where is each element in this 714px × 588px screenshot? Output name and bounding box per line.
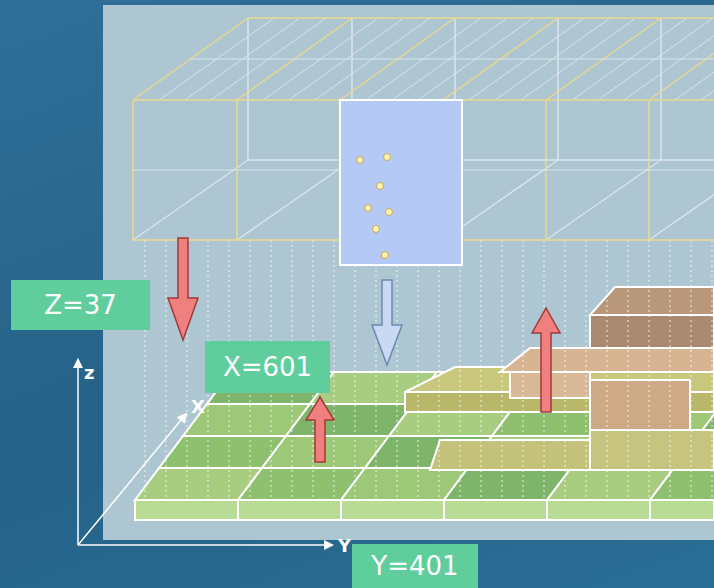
dotted-guide [334,240,335,500]
dotted-guide [481,240,482,500]
ground-tile [650,468,714,500]
label-box: Y=401 [352,544,478,588]
terrain [135,372,714,520]
dotted-guide [712,240,713,500]
dotted-guide [166,240,167,500]
flux-arrows [168,238,560,462]
dotted-guide [586,240,587,500]
dotted-guide [502,240,503,500]
dotted-guide [565,240,566,500]
axis-label: X [191,398,205,416]
dotted-guide [649,240,650,500]
axis-label: Y [338,537,351,555]
dotted-guide [397,240,398,500]
dotted-guide [355,240,356,500]
panel [103,5,714,540]
dotted-guide [691,240,692,500]
axis-label: z [84,364,94,382]
dotted-guide [523,240,524,500]
dotted-guide [460,240,461,500]
dotted-guide [439,240,440,500]
dimension-label: Z=37 [44,291,117,320]
dotted-guide [418,240,419,500]
dimension-label: X=601 [223,353,312,382]
dotted-guide [376,240,377,500]
dotted-guides [145,240,712,500]
ground-edge [135,500,714,520]
dotted-guide [628,240,629,500]
air-cell [340,100,462,265]
terrain-steps [405,287,714,470]
dotted-guide [145,240,146,500]
dotted-guide [607,240,608,500]
label-box: X=601 [205,341,330,393]
label-box: Z=37 [11,280,150,330]
dimension-label: Y=401 [371,552,458,581]
dotted-guide [670,240,671,500]
